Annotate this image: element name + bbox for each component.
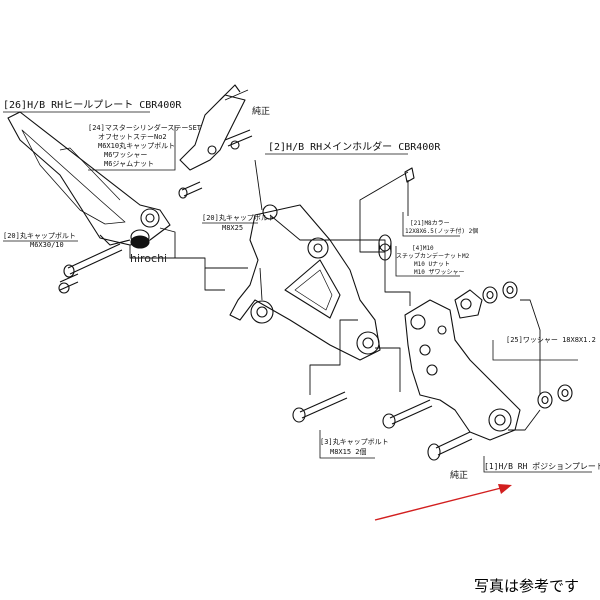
callout-4-d: M10 ザワッシャー [414,269,464,276]
red-pointer-arrow [374,484,512,521]
master-cylinder-stay [178,84,253,199]
callout-2: [2]H/B RHメインホルダー CBR400R [268,140,441,153]
assembly-guides [129,89,541,431]
collars-nuts [378,167,415,261]
callout-4-c: M10 Uナット [414,261,450,268]
callout-24-title: [24]マスターシリンダーステーSET [88,123,202,132]
diagram-lines [7,84,573,461]
callout-21-a: [21]M8カラー [410,220,450,227]
heel-plate [7,111,171,246]
callout-20-mid-a: [20]丸キャップボルト [202,213,275,222]
callout-3-b: M8X15 2個 [330,447,367,456]
bolt-left [58,243,123,294]
callout-21-b: 12X8X6.5(ノッチ付) 2個 [405,227,478,235]
callout-3-a: [3]丸キャップボルト [320,437,389,446]
genuine-label-bottom: 純正 [450,469,468,481]
callout-4-b: スチップカンデーナットM2 [396,252,470,260]
genuine-label-top: 純正 [252,105,270,117]
callout-25: [25]ワッシャー 18X8X1.2 4枚 [506,335,600,344]
bolts-m8x15 [292,391,473,461]
callout-20-mid-b: M8X25 [222,224,243,232]
pivot-cap [130,229,150,249]
main-holder [229,204,381,361]
callout-24-line3: M6ワッシャー [104,151,147,159]
callout-24-line1: オフセットステーNo2 [98,133,167,141]
callout-1: [1]H/B RH ポジションプレート C( [484,462,600,471]
washers [482,281,573,409]
callout-20-left-b: M6X30/10 [30,241,64,249]
callout-26: [26]H/B RHヒールプレート CBR400R [3,99,182,111]
callouts: [26]H/B RHヒールプレート CBR400R [24]マスターシリンダース… [3,99,600,481]
callout-leaders [3,111,592,473]
callout-4-a: [4]M10 [412,245,434,252]
footer-note: 写真は参考です [474,577,579,595]
watermark: hirochi [130,252,167,265]
callout-20-left-a: [20]丸キャップボルト [3,231,76,240]
callout-24-line4: M6ジャムナット [104,160,154,168]
position-plate [404,289,521,441]
callout-24-line2: M6X10丸キャップボルト [98,141,175,150]
